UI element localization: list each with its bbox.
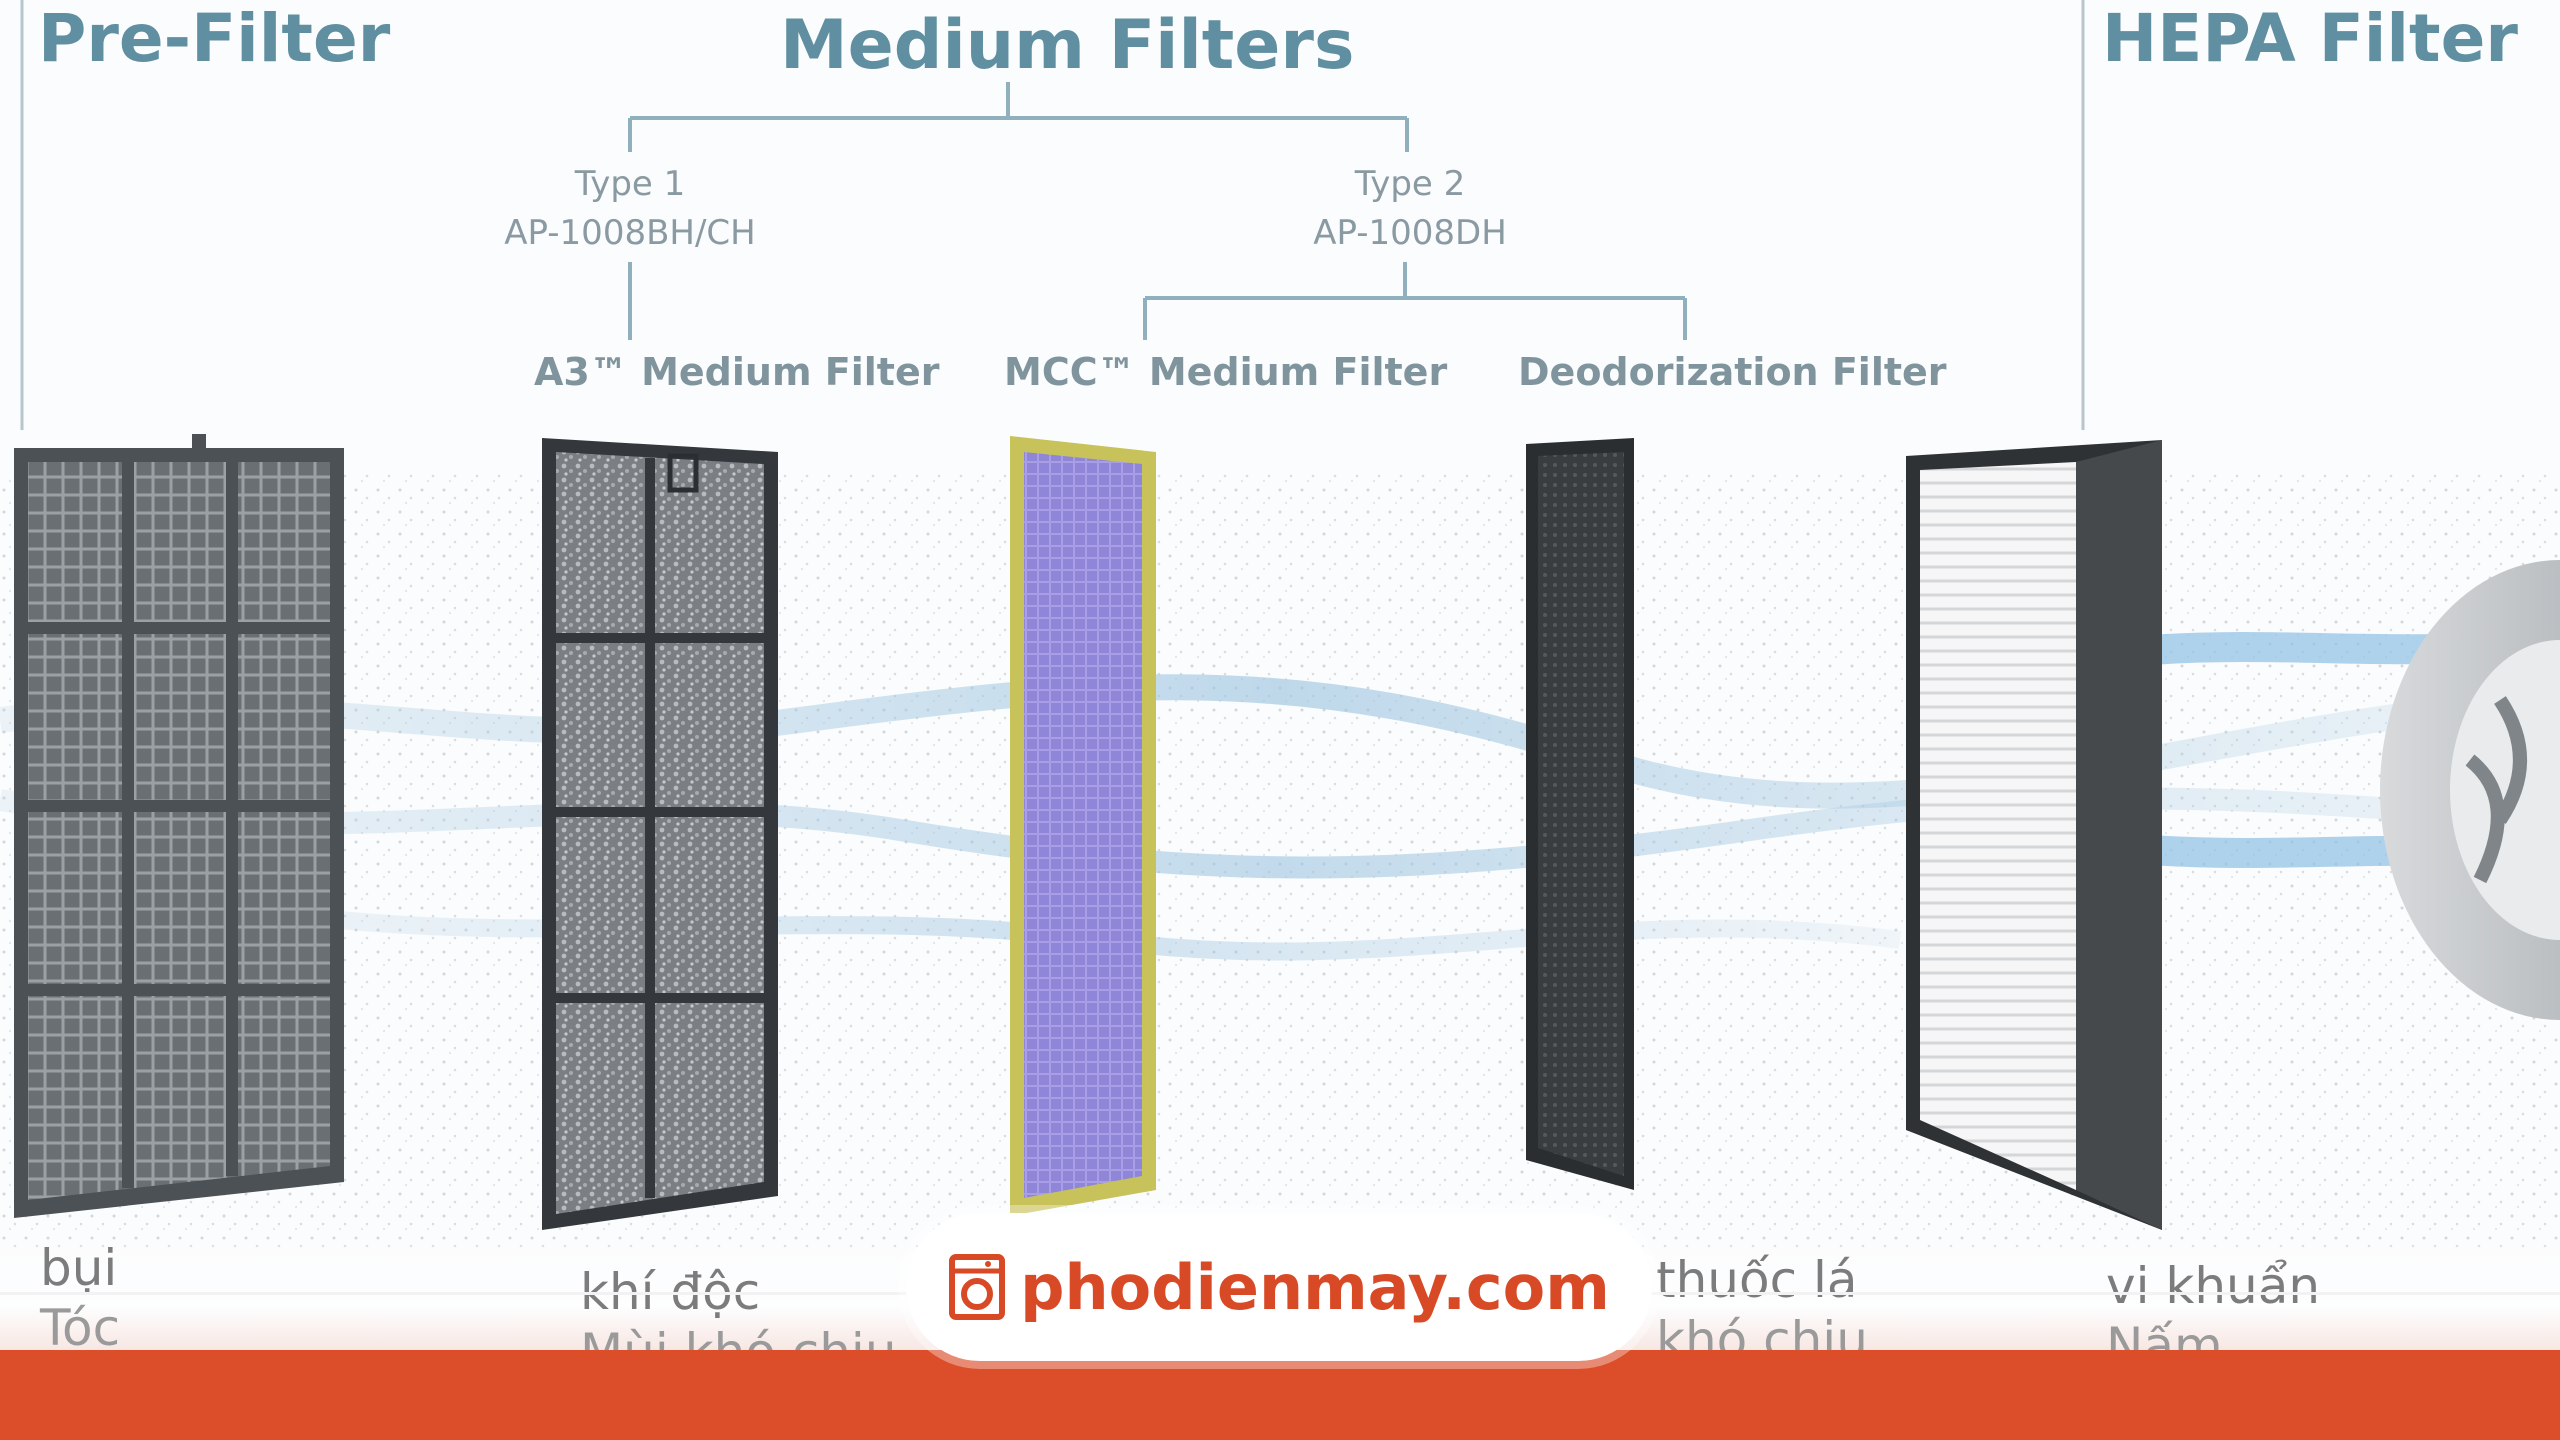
caption-pre-filter: bụi Tóc xyxy=(40,1238,120,1358)
deodorization-filter-panel xyxy=(1526,438,1634,1190)
deodorization-filter-label: Deodorization Filter xyxy=(1518,350,1947,394)
fan-graphic xyxy=(2380,560,2560,1020)
mcc-filter-label: MCC™ Medium Filter xyxy=(1004,350,1448,394)
hepa-filter-panel xyxy=(1906,440,2162,1230)
type-2-model: AP-1008DH xyxy=(1313,213,1507,254)
caption-hepa-filter: vi khuẩn Nấm xyxy=(2106,1256,2320,1376)
pre-filter-panel xyxy=(14,434,344,1218)
type-1-name: Type 1 xyxy=(574,164,686,204)
a3-filter-panel xyxy=(542,438,778,1230)
type-1-label: Type 1 AP-1008BH/CH xyxy=(480,160,780,259)
brand-name: phodienmay.com xyxy=(1020,1250,1610,1324)
caption-line: bụi xyxy=(40,1239,118,1297)
type-1-model: AP-1008BH/CH xyxy=(504,213,756,254)
caption-deodorization-filter: thuốc lá khó chịu xyxy=(1656,1250,1868,1370)
pre-filter-heading: Pre-Filter xyxy=(38,0,391,77)
brand-bar xyxy=(0,1350,2560,1440)
washing-machine-icon xyxy=(949,1254,1006,1320)
type-2-label: Type 2 AP-1008DH xyxy=(1260,160,1560,259)
caption-line: thuốc lá xyxy=(1656,1251,1858,1309)
hepa-filter-heading: HEPA Filter xyxy=(2102,0,2518,77)
caption-line: vi khuẩn xyxy=(2106,1257,2321,1315)
type-2-name: Type 2 xyxy=(1354,164,1466,204)
mcc-filter-panel xyxy=(1010,436,1156,1216)
brand-badge[interactable]: phodienmay.com xyxy=(906,1213,1652,1361)
a3-filter-label: A3™ Medium Filter xyxy=(534,350,940,394)
medium-filters-heading: Medium Filters xyxy=(780,6,1355,85)
caption-line: Tóc xyxy=(40,1299,121,1357)
